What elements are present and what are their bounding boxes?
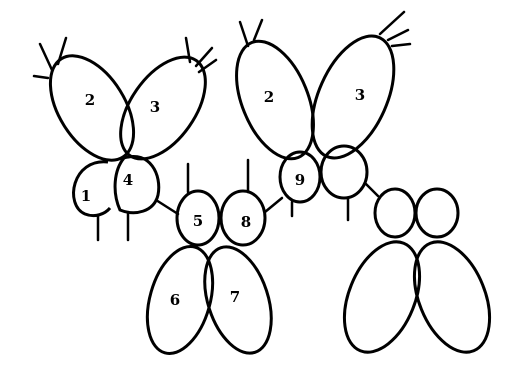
left-lobe-3 <box>104 42 223 174</box>
stub <box>240 22 248 46</box>
stub <box>380 12 404 34</box>
right-group <box>221 12 410 220</box>
label-left-2: 2 <box>85 91 95 109</box>
label-left-6: 6 <box>170 291 180 309</box>
stub <box>392 44 410 46</box>
right-lobe-2 <box>221 30 329 170</box>
stub <box>388 30 408 40</box>
left-group <box>33 38 283 362</box>
connector <box>265 198 282 212</box>
label-left-5: 5 <box>193 212 203 230</box>
connector <box>156 200 178 214</box>
label-left-4: 4 <box>123 171 133 189</box>
far-right-domain-b <box>416 189 458 237</box>
label-left-1: 1 <box>81 187 91 205</box>
label-left-7: 7 <box>230 288 240 306</box>
stub <box>40 44 52 70</box>
left-domain-4 <box>115 156 159 212</box>
label-right-9: 9 <box>295 171 305 189</box>
right-domain-9-partner <box>321 146 367 198</box>
label-right-2: 2 <box>264 88 274 106</box>
stub <box>34 76 48 78</box>
label-left-8: 8 <box>241 213 251 231</box>
stub <box>254 20 262 40</box>
far-right-domain-a <box>375 189 415 237</box>
far-right-group <box>330 189 505 363</box>
left-domain-1 <box>74 162 110 216</box>
connector <box>366 184 378 196</box>
label-left-3: 3 <box>150 98 160 116</box>
label-right-3: 3 <box>355 86 365 104</box>
